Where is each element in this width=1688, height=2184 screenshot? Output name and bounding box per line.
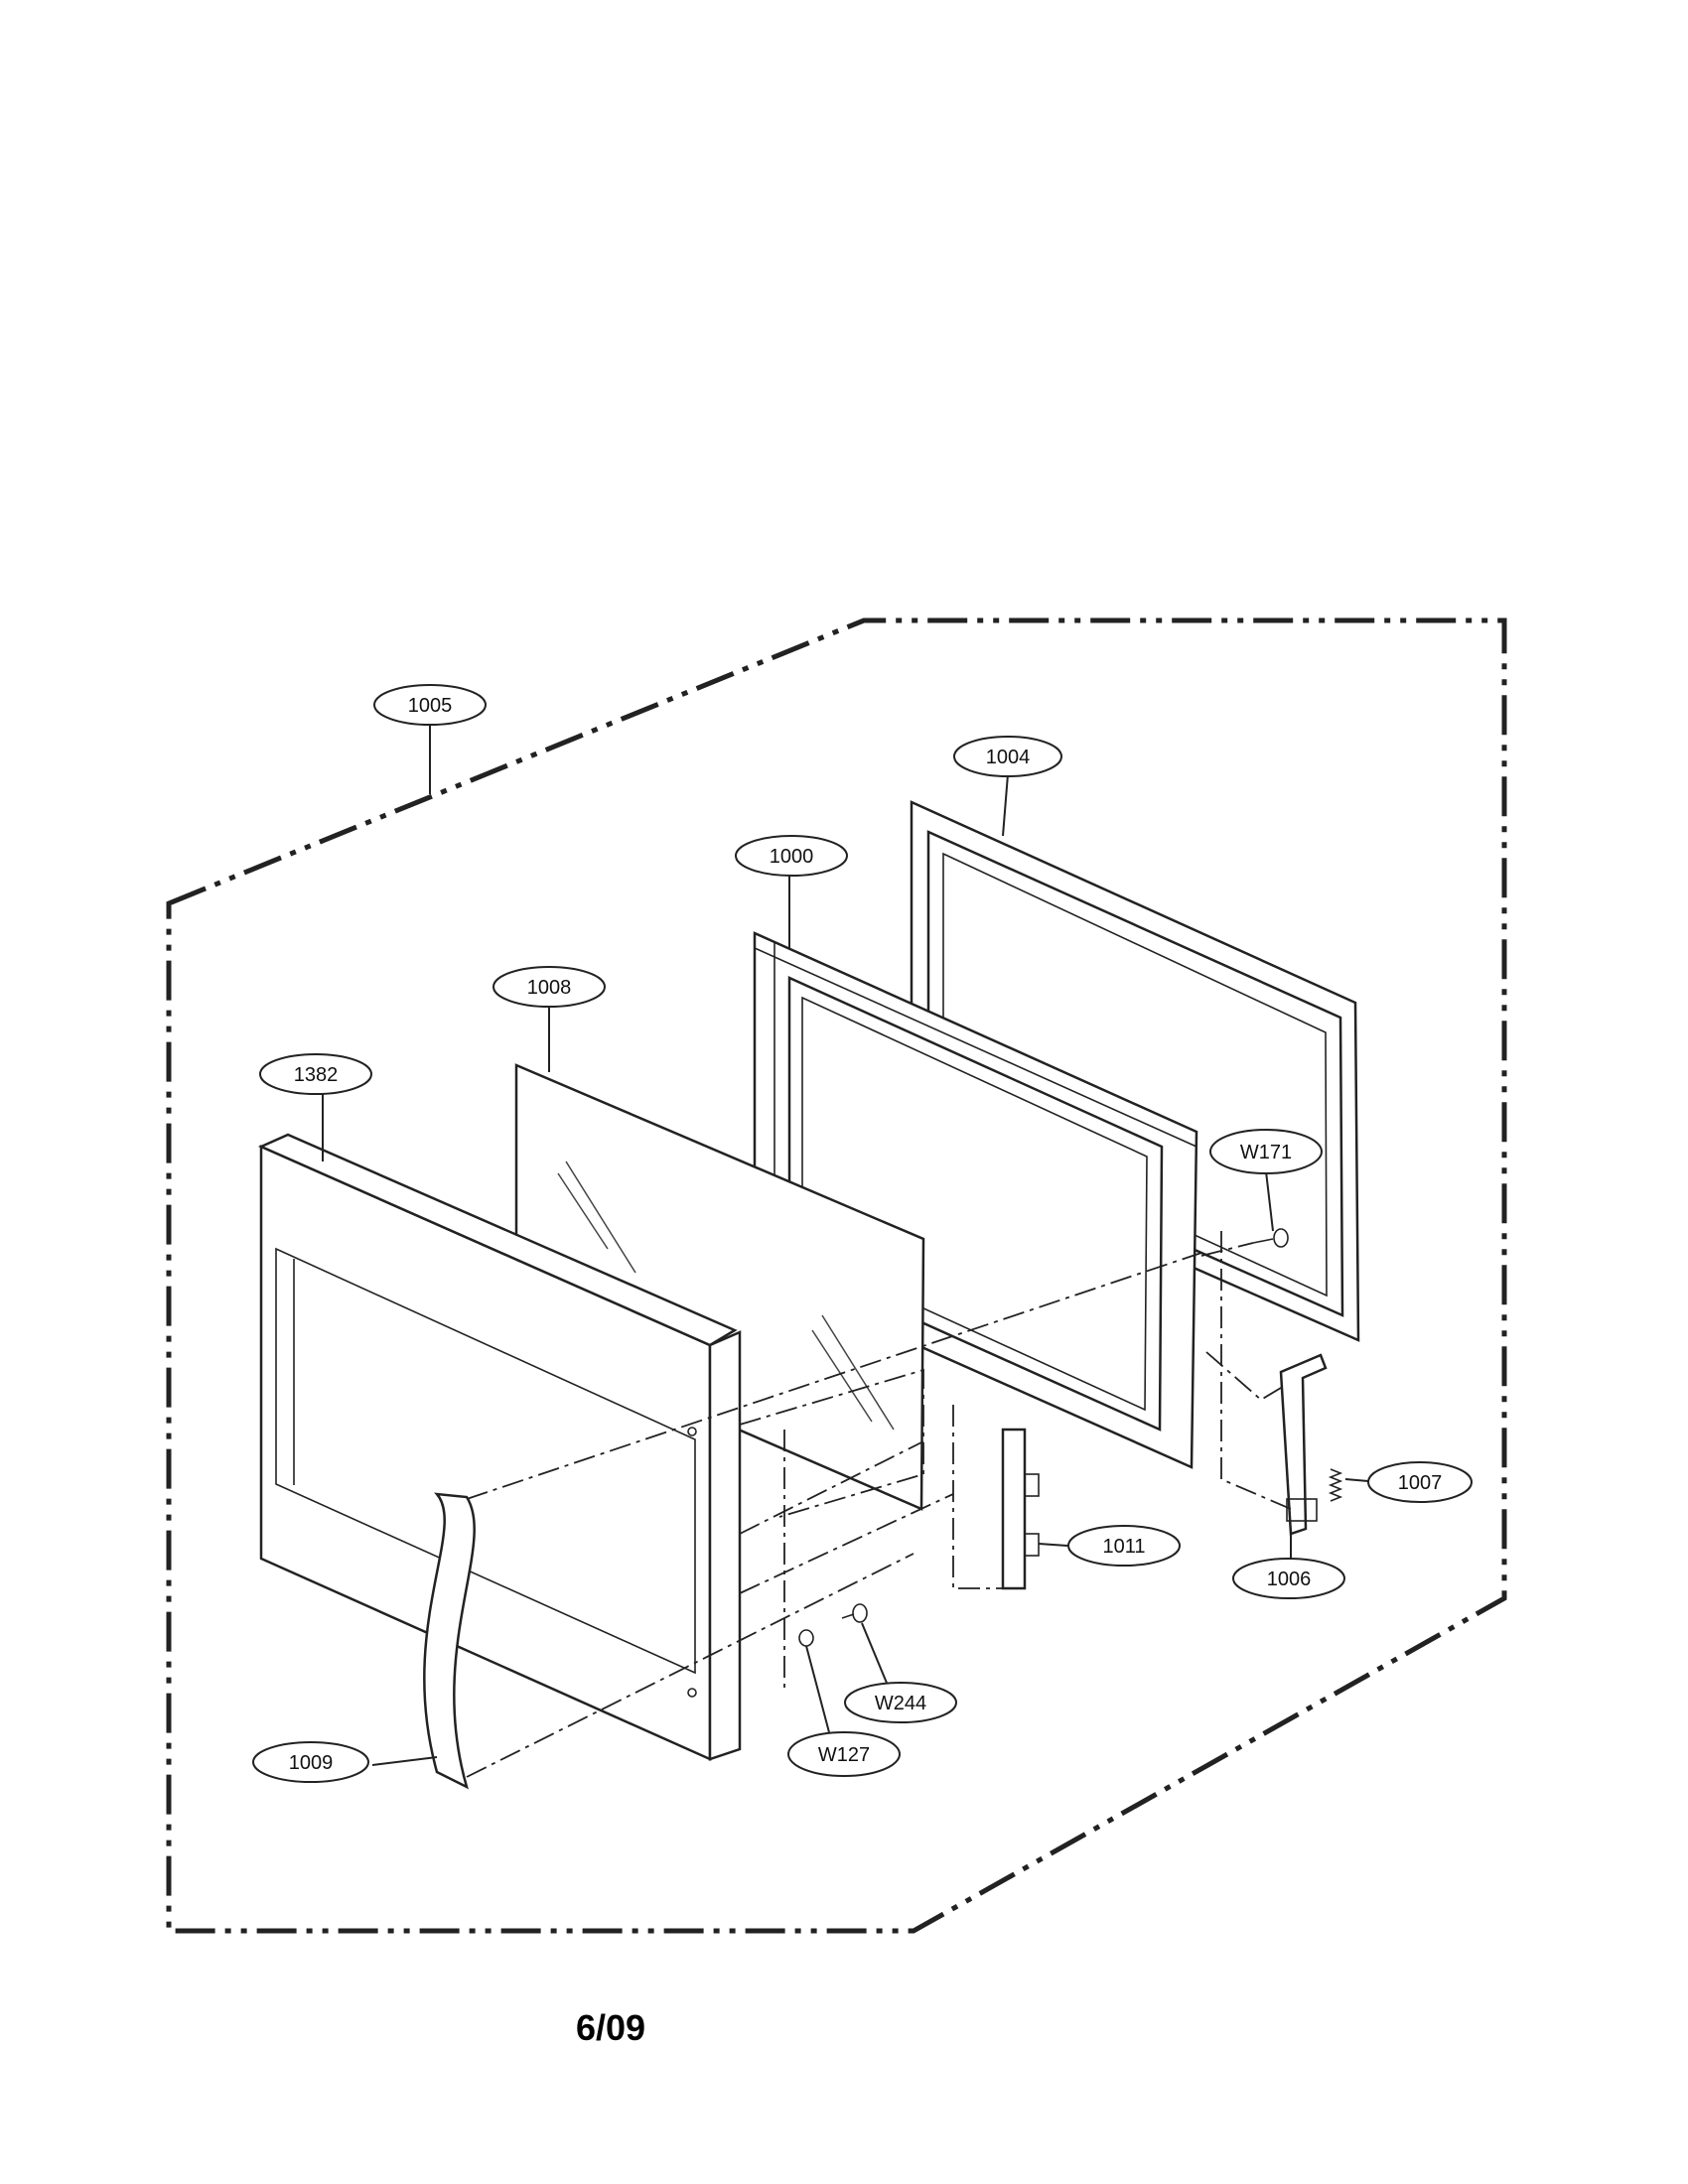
callout-1009: 1009	[252, 1741, 369, 1783]
callout-w244: W244	[844, 1682, 957, 1723]
callout-label: 1000	[770, 846, 814, 868]
callout-label: 1004	[986, 747, 1031, 768]
part-door-frame	[753, 931, 1198, 1469]
callout-1382: 1382	[259, 1053, 372, 1095]
part-latch-lever	[1001, 1428, 1040, 1590]
callout-1007: 1007	[1367, 1461, 1473, 1503]
callout-1011: 1011	[1067, 1525, 1181, 1567]
revision-date: 6/09	[576, 2007, 645, 2048]
callout-label: 1011	[1102, 1536, 1145, 1558]
callout-label: 1007	[1398, 1472, 1443, 1494]
callout-label: W127	[818, 1744, 870, 1766]
callout-label: 1005	[408, 695, 453, 717]
part-spring	[1328, 1468, 1343, 1502]
callout-label: W171	[1240, 1142, 1292, 1163]
callout-1004: 1004	[953, 736, 1062, 777]
callout-w127: W127	[787, 1731, 901, 1777]
callout-label: W244	[875, 1693, 926, 1714]
part-door-panel	[257, 1133, 742, 1761]
part-washer-w127	[798, 1629, 814, 1647]
assembly-boundary	[166, 617, 1507, 1934]
callout-label: 1006	[1267, 1569, 1312, 1590]
callout-w171: W171	[1209, 1129, 1323, 1174]
part-screw-w244	[841, 1603, 868, 1623]
part-screw-w171	[1252, 1228, 1289, 1248]
alignment-lines	[466, 1231, 1292, 1778]
leader-lines	[322, 725, 1369, 1766]
callout-1008: 1008	[492, 966, 606, 1008]
callout-1000: 1000	[735, 835, 848, 877]
callout-1005: 1005	[373, 684, 487, 726]
callout-label: 1008	[527, 977, 572, 999]
part-door-handle	[423, 1492, 476, 1790]
callout-label: 1382	[294, 1064, 339, 1086]
callout-1006: 1006	[1232, 1558, 1345, 1599]
callout-label: 1009	[289, 1752, 334, 1774]
